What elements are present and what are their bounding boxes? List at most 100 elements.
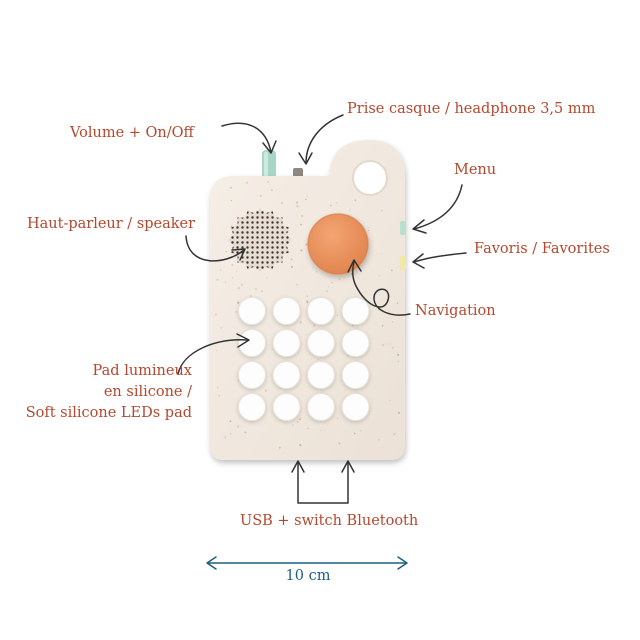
speckle-dot — [224, 436, 227, 439]
headphone-jack — [293, 168, 303, 178]
speckle-dot — [230, 186, 232, 189]
speckle-dot — [397, 411, 401, 414]
speckle-dot — [296, 420, 299, 424]
speckle-dot — [368, 227, 370, 229]
speckle-dot — [380, 253, 382, 255]
pad-label-line: en silicone / — [103, 384, 192, 400]
speckle-dot — [378, 275, 381, 277]
pad-button[interactable] — [341, 329, 370, 357]
speckle-dot — [368, 229, 370, 232]
speckle-dot — [317, 358, 319, 361]
navigation-label: Navigation — [415, 303, 496, 319]
headphone-label: Prise casque / headphone 3,5 mm — [347, 101, 596, 117]
speckle-dot — [382, 344, 384, 346]
speckle-dot — [237, 425, 240, 428]
pad-button[interactable] — [307, 393, 335, 421]
speckle-dot — [381, 324, 384, 327]
pad-button[interactable] — [238, 393, 266, 421]
speckle-dot — [216, 349, 218, 352]
headphone-arrow — [298, 114, 344, 165]
speckle-dot — [235, 311, 237, 313]
pad-arrow — [177, 333, 250, 375]
speckle-dot — [301, 214, 304, 218]
speckle-dot — [306, 295, 308, 297]
speckle-dot — [312, 324, 316, 327]
speckle-dot — [267, 181, 270, 183]
speckle-dot — [229, 420, 232, 423]
pad-button[interactable] — [272, 393, 301, 421]
speckle-dot — [336, 417, 339, 420]
speckle-dot — [254, 288, 257, 290]
favorites-arrow — [412, 252, 467, 269]
speckle-dot — [295, 201, 299, 204]
speckle-dot — [218, 395, 220, 397]
speckle-dot — [396, 302, 399, 304]
pad-button[interactable] — [272, 329, 301, 357]
menu-arrow — [412, 184, 463, 234]
speckle-dot — [357, 276, 359, 279]
speckle-dot — [231, 277, 233, 279]
speckle-dot — [300, 249, 303, 252]
speckle-dot — [336, 201, 338, 204]
pad-button[interactable] — [341, 393, 370, 421]
dimension-line — [206, 556, 408, 570]
speckle-dot — [327, 285, 329, 288]
dimension-label: 10 cm — [285, 568, 331, 584]
speckle-dot — [296, 205, 299, 208]
speckle-dot — [230, 433, 232, 435]
pad-button[interactable] — [238, 329, 266, 357]
speckle-dot — [280, 201, 284, 205]
pad-button[interactable] — [238, 361, 266, 389]
speckle-dot — [353, 432, 356, 435]
pad-button[interactable] — [238, 297, 266, 325]
speckle-dot — [225, 250, 228, 253]
speckle-dot — [244, 431, 247, 434]
menu-button[interactable] — [400, 221, 406, 235]
speckle-dot — [390, 269, 393, 272]
volume-knob[interactable] — [262, 150, 276, 180]
pad-button[interactable] — [272, 297, 301, 325]
favorite-button[interactable] — [400, 256, 406, 270]
speckle-dot — [230, 225, 233, 228]
speckle-dot — [290, 265, 293, 269]
usb-label: USB + switch Bluetooth — [240, 513, 419, 529]
speckle-dot — [312, 267, 314, 269]
speckle-dot — [270, 189, 273, 191]
speckle-dot — [230, 199, 232, 202]
speckle-dot — [245, 181, 248, 184]
speckle-dot — [338, 278, 341, 281]
speckle-dot — [278, 446, 281, 449]
speckle-dot — [240, 283, 244, 286]
speckle-dot — [380, 209, 383, 212]
volume-label: Volume + On/Off — [70, 125, 194, 141]
speckle-dot — [320, 429, 322, 432]
speaker-label: Haut-parleur / speaker — [27, 216, 196, 232]
speckle-dot — [291, 424, 294, 427]
speckle-dot — [215, 313, 217, 316]
speckle-dot — [328, 328, 330, 330]
pad-button[interactable] — [272, 361, 301, 389]
speckle-dot — [272, 348, 274, 350]
pad-button[interactable] — [307, 297, 335, 325]
pad-button[interactable] — [307, 361, 335, 389]
speckle-dot — [299, 418, 301, 421]
speckle-dot — [266, 277, 268, 279]
navigation-knob[interactable] — [307, 213, 369, 275]
speckle-dot — [354, 199, 357, 201]
pad-button[interactable] — [341, 361, 370, 389]
speckle-dot — [338, 442, 341, 445]
speckle-dot — [300, 416, 302, 419]
speckle-dot — [298, 205, 300, 208]
speckle-dot — [224, 281, 227, 284]
speckle-dot — [237, 301, 240, 304]
hanging-hole — [352, 160, 388, 196]
pad-button[interactable] — [341, 297, 370, 325]
speckle-dot — [305, 333, 307, 336]
speckle-dot — [296, 283, 298, 286]
speckle-dot — [397, 353, 400, 356]
speckle-dot — [305, 198, 307, 201]
speckle-dot — [236, 270, 238, 272]
speaker-arrow — [185, 235, 246, 262]
speckle-dot — [397, 360, 399, 362]
pad-button[interactable] — [307, 329, 335, 357]
